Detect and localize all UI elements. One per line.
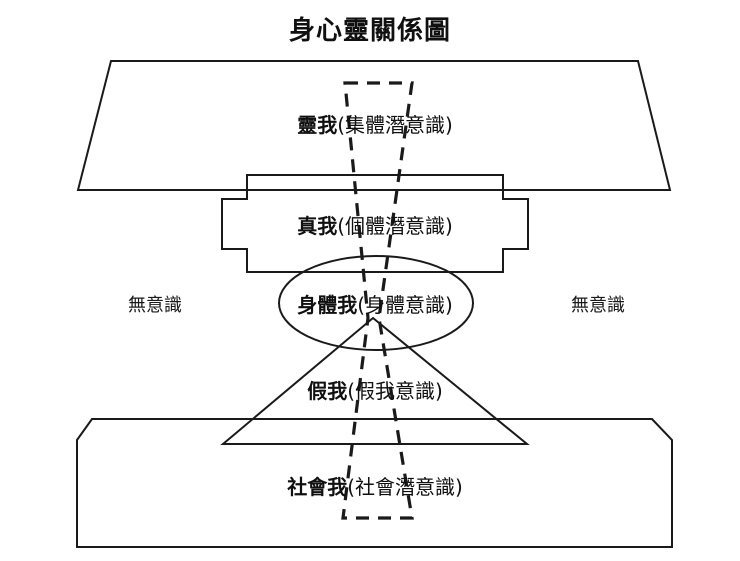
label-true-self-qualifier: (個體潛意識) <box>337 214 453 238</box>
label-social-self-qualifier: (社會潛意識) <box>347 475 463 499</box>
label-social-self-name: 社會我 <box>287 475 348 499</box>
label-true-self-name: 真我 <box>297 214 338 238</box>
label-false-self-qualifier: (假我意識) <box>347 379 443 403</box>
label-spirit-self-qualifier: (集體潛意識) <box>337 113 453 137</box>
shape-social-self-rectangle <box>76 418 673 548</box>
label-false-self-name: 假我 <box>307 379 348 403</box>
page-title: 身心靈關係圖 <box>288 16 452 46</box>
label-social-self: 社會我(社會潛意識) <box>287 477 463 497</box>
label-left-unconscious: 無意識 <box>128 295 182 316</box>
shape-false-self-triangle <box>220 316 530 445</box>
shape-spirit-self-trapezoid <box>76 60 672 191</box>
label-body-self-name: 身體我 <box>297 293 358 317</box>
shape-true-self-cross <box>221 174 529 273</box>
shape-unconscious-axis-dashed <box>341 81 414 520</box>
label-spirit-self: 靈我(集體潛意識) <box>297 115 453 135</box>
shape-body-self-ellipse <box>278 255 474 351</box>
label-right-unconscious: 無意識 <box>571 295 625 316</box>
label-true-self: 真我(個體潛意識) <box>297 216 453 236</box>
label-spirit-self-name: 靈我 <box>297 113 338 137</box>
label-false-self: 假我(假我意識) <box>307 381 443 401</box>
label-body-self: 身體我(身體意識) <box>297 295 453 315</box>
label-body-self-qualifier: (身體意識) <box>357 293 453 317</box>
